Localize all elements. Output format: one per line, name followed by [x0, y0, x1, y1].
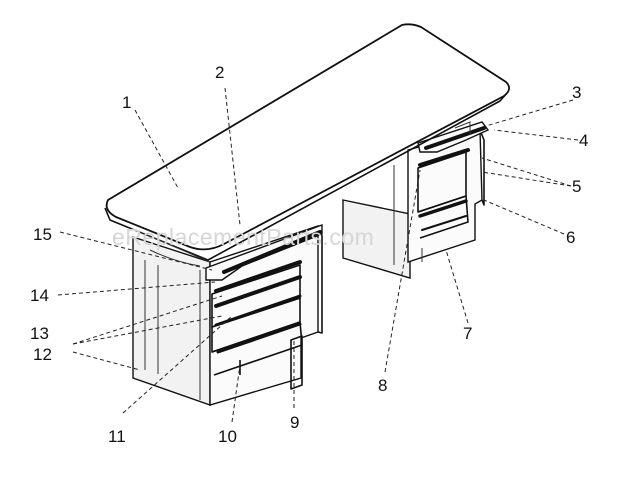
leader-lines: [57, 87, 579, 423]
callout-14: 14: [30, 286, 49, 305]
left-drawer-front-bars: [214, 260, 302, 354]
callout-11: 11: [108, 427, 126, 446]
right-drawer-front-bars: [418, 148, 470, 231]
watermark-text: eReplacementParts.com: [112, 224, 374, 250]
callout-4: 4: [579, 131, 588, 150]
callout-15: 15: [33, 225, 52, 244]
callout-12: 12: [33, 345, 52, 364]
desk-top: [104, 23, 510, 261]
callout-2: 2: [215, 63, 224, 82]
callout-7: 7: [463, 324, 472, 343]
callout-8: 8: [378, 376, 387, 395]
callout-5: 5: [572, 177, 581, 196]
callout-labels: 1 2 3 4 5 6 7 8 9 10 11 12 13 14 15: [30, 63, 588, 446]
callout-6: 6: [566, 228, 575, 247]
callout-10: 10: [218, 427, 237, 446]
callout-13: 13: [30, 324, 49, 343]
callout-1: 1: [122, 93, 131, 112]
callout-9: 9: [290, 413, 299, 432]
right-top-bracket: [417, 121, 490, 153]
left-kick-panel: [239, 335, 303, 390]
callout-3: 3: [572, 83, 581, 102]
left-top-bracket: [139, 223, 323, 281]
